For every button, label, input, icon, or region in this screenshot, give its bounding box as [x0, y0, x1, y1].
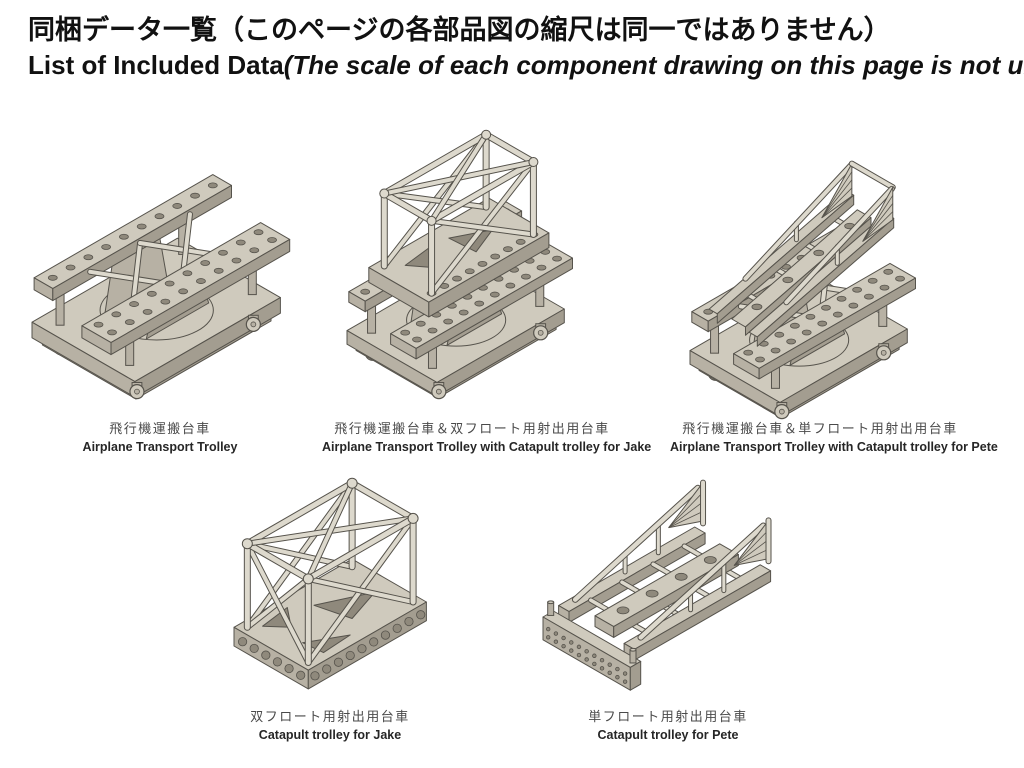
caption-transport-with-catapult-jake: 飛行機運搬台車＆双フロート用射出用台車 Airplane Transport T… [322, 420, 652, 456]
caption-jp: 飛行機運搬台車＆双フロート用射出用台車 [334, 421, 610, 436]
caption-en: Catapult trolley for Jake [258, 727, 402, 742]
page-title-english: List of Included Data(The scale of each … [28, 49, 1024, 81]
caption-jp: 単フロート用射出用台車 [588, 709, 748, 724]
page-title-english-main: List of Included Data [28, 49, 284, 80]
figure-catapult-trolley-jake: 双フロート用射出用台車 Catapult trolley for Jake [180, 476, 480, 744]
drawing-transport-with-catapult-pete-icon [689, 160, 916, 420]
page-title-japanese: 同梱データ一覧（このページの各部品図の縮尺は同一ではありません） [28, 15, 891, 45]
caption-en: Airplane Transport Trolley [82, 439, 238, 454]
page-title-english-note: (The scale of each component drawing on … [283, 49, 1024, 80]
drawing-transport-with-catapult-jake-icon [346, 129, 573, 400]
drawing-catapult-trolley-jake-icon [233, 477, 427, 690]
caption-jp: 双フロート用射出用台車 [250, 709, 410, 724]
caption-en: Catapult trolley for Pete [597, 727, 739, 742]
figure-transport-with-catapult-pete: 飛行機運搬台車＆単フロート用射出用台車 Airplane Transport T… [670, 128, 998, 456]
caption-jp: 飛行機運搬台車 [109, 421, 211, 436]
caption-transport-with-catapult-pete: 飛行機運搬台車＆単フロート用射出用台車 Airplane Transport T… [670, 420, 998, 456]
caption-en: Airplane Transport Trolley with Catapult… [670, 439, 998, 454]
figure-transport-with-catapult-jake: 飛行機運搬台車＆双フロート用射出用台車 Airplane Transport T… [322, 110, 652, 456]
caption-en: Airplane Transport Trolley with Catapult… [322, 439, 652, 454]
figure-catapult-trolley-pete: 単フロート用射出用台車 Catapult trolley for Pete [518, 466, 818, 744]
caption-catapult-trolley-jake: 双フロート用射出用台車 Catapult trolley for Jake [180, 708, 480, 744]
drawing-catapult-trolley-pete-icon [542, 479, 772, 691]
page-header: 同梱データ一覧（このページの各部品図の縮尺は同一ではありません） List of… [28, 14, 1024, 81]
figure-airplane-transport-trolley: 飛行機運搬台車 Airplane Transport Trolley [0, 148, 320, 456]
caption-airplane-transport-trolley: 飛行機運搬台車 Airplane Transport Trolley [0, 420, 320, 456]
caption-catapult-trolley-pete: 単フロート用射出用台車 Catapult trolley for Pete [518, 708, 818, 744]
drawing-airplane-transport-trolley-icon [31, 174, 291, 400]
caption-jp: 飛行機運搬台車＆単フロート用射出用台車 [682, 421, 958, 436]
